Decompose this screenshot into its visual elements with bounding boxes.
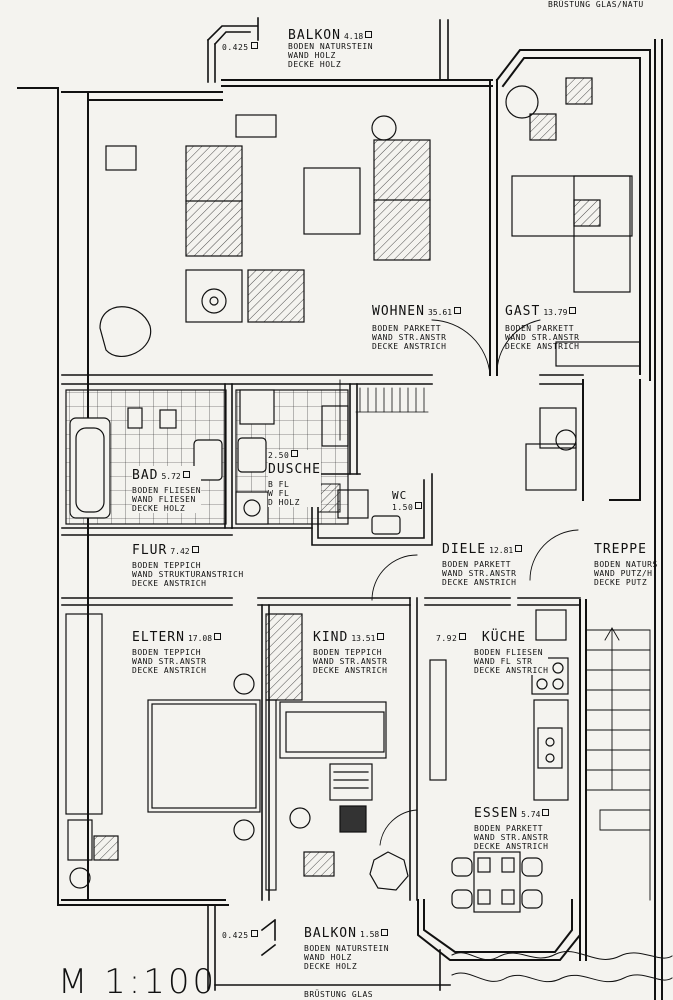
room-spec: BODEN TEPPICH WAND STR.ANSTR DECKE ANSTR… — [313, 648, 388, 675]
room-name: DIELE — [442, 542, 487, 557]
plants — [451, 951, 673, 983]
room-name: KÜCHE — [481, 630, 527, 645]
balcony-top-outline — [206, 17, 449, 83]
room-area: 2.50 — [268, 451, 290, 460]
room-spec: BODEN NATURSTEIN WAND HOLZ DECKE HOLZ — [288, 42, 374, 69]
sill-height-top: 0.425 — [222, 42, 258, 52]
kitchen-fixtures — [429, 609, 569, 801]
room-spec: BODEN TEPPICH WAND STR.ANSTR DECKE ANSTR… — [132, 648, 207, 675]
room-area: 5.74 — [521, 810, 541, 819]
room-label-dusche: 2.50 DUSCHE B FL W FL D HOLZ — [268, 450, 321, 507]
room-area: 1.58 — [359, 930, 380, 939]
room-area: 13.79 — [543, 308, 568, 317]
radiator — [355, 387, 429, 413]
room-name: FLUR — [132, 543, 168, 558]
room-area: 35.61 — [427, 308, 453, 317]
room-label-kuche: 7.92 KÜCHE BODEN FLIESEN WAND FL STR DEC… — [436, 628, 549, 675]
room-spec: BODEN PARKETT WAND STR.ANSTR DECKE ANSTR… — [372, 324, 447, 351]
parapet-note-bottom: BRÜSTUNG GLAS — [304, 990, 374, 999]
room-area: 7.92 — [436, 634, 458, 643]
child-room-furniture — [279, 701, 409, 891]
parapet-note-top: BRÜSTUNG GLAS/NATU — [548, 0, 644, 9]
room-label-wc: WC 1.50 — [392, 486, 423, 512]
stairs — [585, 627, 651, 901]
room-name: ESSEN — [474, 806, 519, 821]
room-area: 17.08 — [187, 634, 213, 643]
room-name: ELTERN — [132, 630, 185, 645]
room-name: DUSCHE — [268, 462, 321, 477]
room-spec: BODEN PARKETT WAND STR.ANSTR DECKE ANSTR… — [505, 324, 580, 351]
room-spec: BODEN NATURSTEIN WAND HOLZ DECKE HOLZ — [304, 944, 390, 971]
room-label-treppe: TREPPE BODEN NATURS WAND PUTZ/H DECKE PU… — [594, 540, 658, 587]
room-spec: BODEN PARKETT WAND STR.ANSTR DECKE ANSTR… — [474, 824, 549, 851]
room-name: BALKON — [288, 28, 341, 43]
scale-label: M 1:100 — [58, 962, 218, 1000]
room-name: WOHNEN — [372, 304, 425, 319]
room-name: TREPPE — [594, 542, 647, 557]
room-area: 13.51 — [351, 634, 376, 643]
bedroom-furniture — [65, 613, 303, 891]
living-furniture — [99, 114, 431, 358]
hall-furniture — [525, 407, 577, 491]
guest-furniture — [505, 77, 641, 367]
room-spec: BODEN NATURS WAND PUTZ/H DECKE PUTZ — [594, 560, 658, 587]
balcony-bottom-outline — [207, 904, 451, 991]
sill-height-bottom: 0.425 — [222, 930, 258, 940]
room-spec: BODEN PARKETT WAND STR.ANSTR DECKE ANSTR… — [442, 560, 517, 587]
room-name: KIND — [313, 630, 349, 645]
dining-table — [451, 851, 543, 913]
room-name: WC — [392, 489, 408, 502]
room-name: BALKON — [304, 926, 357, 941]
room-area: 4.18 — [343, 32, 364, 41]
room-spec: BODEN TEPPICH WAND STRUKTURANSTRICH DECK… — [132, 561, 244, 588]
room-area: 5.72 — [161, 472, 181, 481]
room-spec: B FL W FL D HOLZ — [268, 480, 300, 507]
room-name: GAST — [505, 304, 541, 319]
room-area: 7.42 — [170, 547, 190, 556]
room-area: 12.81 — [489, 546, 514, 555]
room-area: 1.50 — [392, 503, 414, 512]
room-name: BAD — [132, 468, 159, 483]
room-spec: BODEN FLIESEN WAND FL STR DECKE ANSTRICH — [474, 648, 549, 675]
room-spec: BODEN FLIESEN WAND FLIESEN DECKE HOLZ — [132, 486, 202, 513]
interior-walls — [61, 374, 584, 901]
